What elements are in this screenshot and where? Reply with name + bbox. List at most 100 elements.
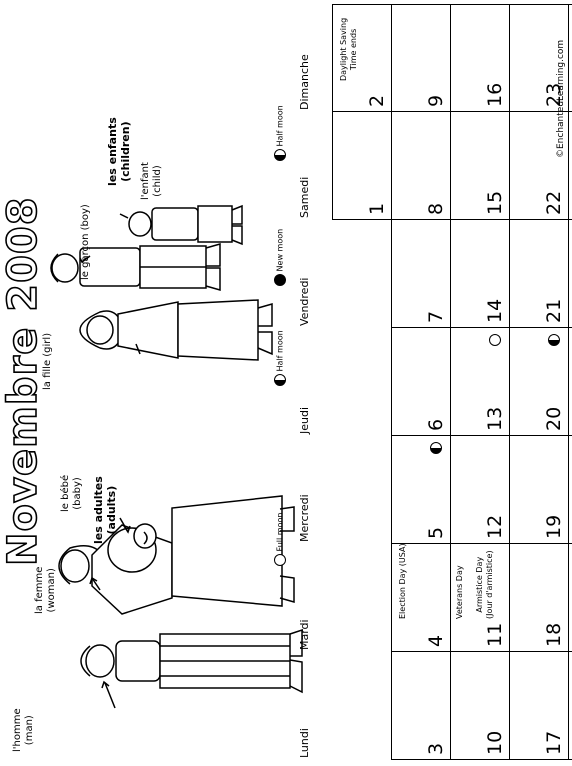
day-number: 22 [543,190,565,215]
day-number: 23 [543,82,565,107]
calendar-day-cell: 15 [450,112,509,220]
day-number: 7 [425,310,447,323]
day-number: 5 [425,526,447,539]
man-label-en: (man) [24,715,35,746]
man-label: l'homme (man) [12,708,36,752]
weekday-header: Mercredi [268,436,329,544]
day-number: 8 [425,202,447,215]
adults-group-label: les adultes (adults) [92,476,118,544]
event-daylight-saving-line: Time ends [349,28,358,71]
weekday-header: Jeudi [268,328,329,436]
calendar-day-cell: 12 [450,436,509,544]
calendar-day-cell: 1 [332,112,391,220]
calendar-day-cell: 16 [450,4,509,112]
woman-label: la femme (woman) [34,567,58,614]
half-moon-icon [548,334,560,346]
calendar-day-cell: 25 [568,544,572,652]
calendar-day-cell: 20 [509,328,568,436]
girl-label: la fille (girl) [42,332,53,390]
calendar-day-cell: 17 [509,652,568,760]
weekday-header: Vendredi [268,220,329,328]
weekday-label: Mardi [298,619,311,650]
day-number: 15 [484,190,506,215]
event-armistice-day-line: (Jour d'armistice) [485,550,494,619]
event-election-day-line: Election Day (USA) [398,543,407,619]
weekday-header: Lundi [268,652,329,760]
day-number: 9 [425,94,447,107]
day-number: 1 [366,202,388,215]
weekday-label: Vendredi [298,277,311,326]
child-label-fr: l'enfant [140,162,151,200]
adults-label-en: (adults) [105,485,118,535]
calendar-day-cell: 27Thanksgiving Day(USA) [568,328,572,436]
children-group-label: les enfants (children) [106,117,132,186]
calendar-day-cell: 30 [568,4,572,112]
boy-label: le garçon (boy) [80,204,91,280]
calendar-day-cell: 9 [391,4,450,112]
calendar-day-cell: 8 [391,112,450,220]
weekday-label: Mercredi [298,494,311,542]
weekday-label: Dimanche [298,54,311,110]
calendar-day-cell: 14 [450,220,509,328]
man-figure [80,628,303,694]
baby-label: le bébé (baby) [60,475,84,512]
calendar-day-cell: 24 [568,652,572,760]
adults-label-fr: les adultes [92,476,105,544]
day-number: 12 [484,514,506,539]
children-label-fr: les enfants [106,117,119,186]
calendar-day-cell: 3 [391,652,450,760]
boy-figure [50,243,221,291]
calendar-day-cell: 19 [509,436,568,544]
baby-figure [107,523,157,573]
family-illustration [50,204,303,709]
label-arrows [79,213,141,709]
event-armistice-day: Armistice Day(Jour d'armistice) [475,550,495,619]
weekday-label: Jeudi [298,406,311,434]
calendar-day-cell: 29 [568,112,572,220]
day-number: 16 [484,82,506,107]
weekday-header: Dimanche [268,4,329,112]
calendar-day-cell: 5 [391,436,450,544]
day-number: 18 [543,622,565,647]
calendar-day-cell: 13 [450,328,509,436]
day-number: 20 [543,406,565,431]
baby-label-en: (baby) [72,477,83,510]
calendar-day-cell: 22 [509,112,568,220]
calendar-day-cell: 21 [509,220,568,328]
calendar-day-cell: 10 [450,652,509,760]
weekday-header: Samedi [268,112,329,220]
child-figure [128,204,243,246]
day-number: 3 [425,742,447,755]
day-number: 6 [425,418,447,431]
calendar-day-cell: 28 [568,220,572,328]
event-veterans-day-line: Veterans Day [455,565,464,619]
day-number: 21 [543,298,565,323]
event-election-day: Election Day (USA) [398,543,408,619]
day-number: 14 [484,298,506,323]
day-number: 13 [484,406,506,431]
day-number: 4 [425,634,447,647]
calendar-day-cell: 7 [391,220,450,328]
calendar-day-cell: 26 [568,436,572,544]
full-moon-icon [489,334,501,346]
children-label-en: (children) [119,121,132,182]
calendar: Full moon Half moon New moon Half moon L… [268,0,572,766]
child-label-en: (child) [152,165,163,197]
day-number: 19 [543,514,565,539]
day-number: 2 [366,94,388,107]
calendar-day-cell: 6 [391,328,450,436]
day-number: 17 [543,730,565,755]
child-label: l'enfant (child) [140,162,164,200]
woman-label-en: (woman) [46,568,57,613]
calendar-day-cell: 18 [509,544,568,652]
weekday-label: Lundi [298,728,311,758]
man-label-fr: l'homme [12,708,23,752]
event-armistice-day-line: Armistice Day [475,556,484,613]
half-moon-icon [430,442,442,454]
day-number: 10 [484,730,506,755]
weekday-label: Samedi [298,176,311,218]
